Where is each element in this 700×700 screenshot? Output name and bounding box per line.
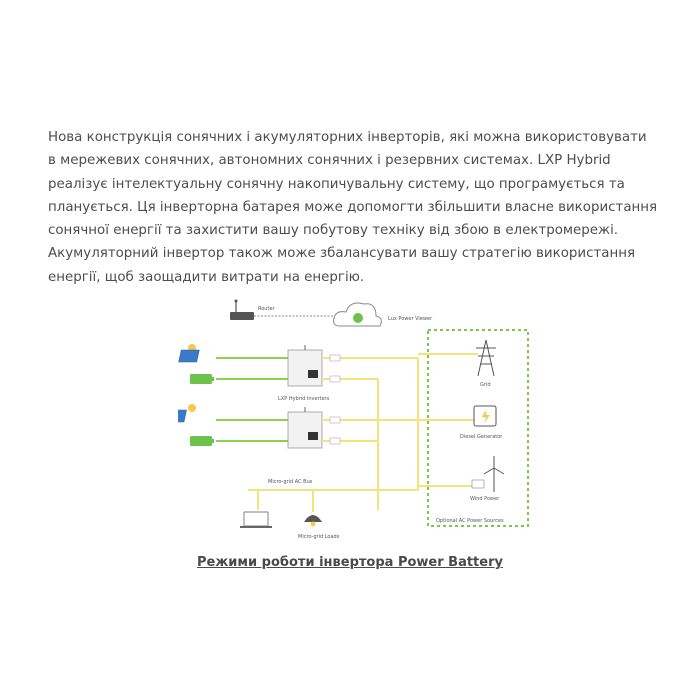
description-paragraph: Нова конструкція сонячних і акумуляторни…	[48, 130, 658, 285]
lamp-icon	[304, 515, 322, 527]
solar-panel-icon	[178, 404, 196, 423]
loads-label: Micro-grid Loads	[298, 534, 340, 540]
article-body: Нова конструкція сонячних і акумуляторни…	[48, 126, 658, 289]
inverter-icon	[287, 407, 323, 449]
inverters-label: LXP Hybrid Inverters	[278, 396, 330, 402]
router-icon	[230, 299, 338, 320]
grid-tower-icon	[476, 339, 496, 377]
battery-icon	[190, 436, 214, 446]
cloud-icon	[333, 302, 382, 327]
solar-panel-icon	[178, 344, 200, 363]
grid-label: Grid	[480, 382, 491, 388]
cloud-label: Lux Power Viewer	[388, 316, 433, 322]
router-label: Router	[258, 306, 276, 312]
sources-box	[427, 329, 529, 527]
diagram-caption-link[interactable]: Режими роботи інвертора Power Battery	[197, 555, 503, 570]
laptop-icon	[240, 511, 272, 528]
wind-turbine-icon	[471, 456, 505, 492]
bus-label: Micro-grid AC Bus	[268, 479, 313, 485]
inverter-icon	[287, 345, 323, 387]
battery-icon	[190, 374, 214, 384]
sources-label: Optional AC Power Sources	[436, 518, 504, 524]
generator-label: Diesel Generator	[460, 434, 503, 440]
system-diagram: Router Lux Power Viewer LXP Hybrid Inver…	[178, 290, 534, 544]
diagram-svg: Router Lux Power Viewer LXP Hybrid Inver…	[178, 299, 529, 540]
generator-icon	[473, 405, 497, 427]
wind-label: Wind Power	[470, 496, 500, 502]
